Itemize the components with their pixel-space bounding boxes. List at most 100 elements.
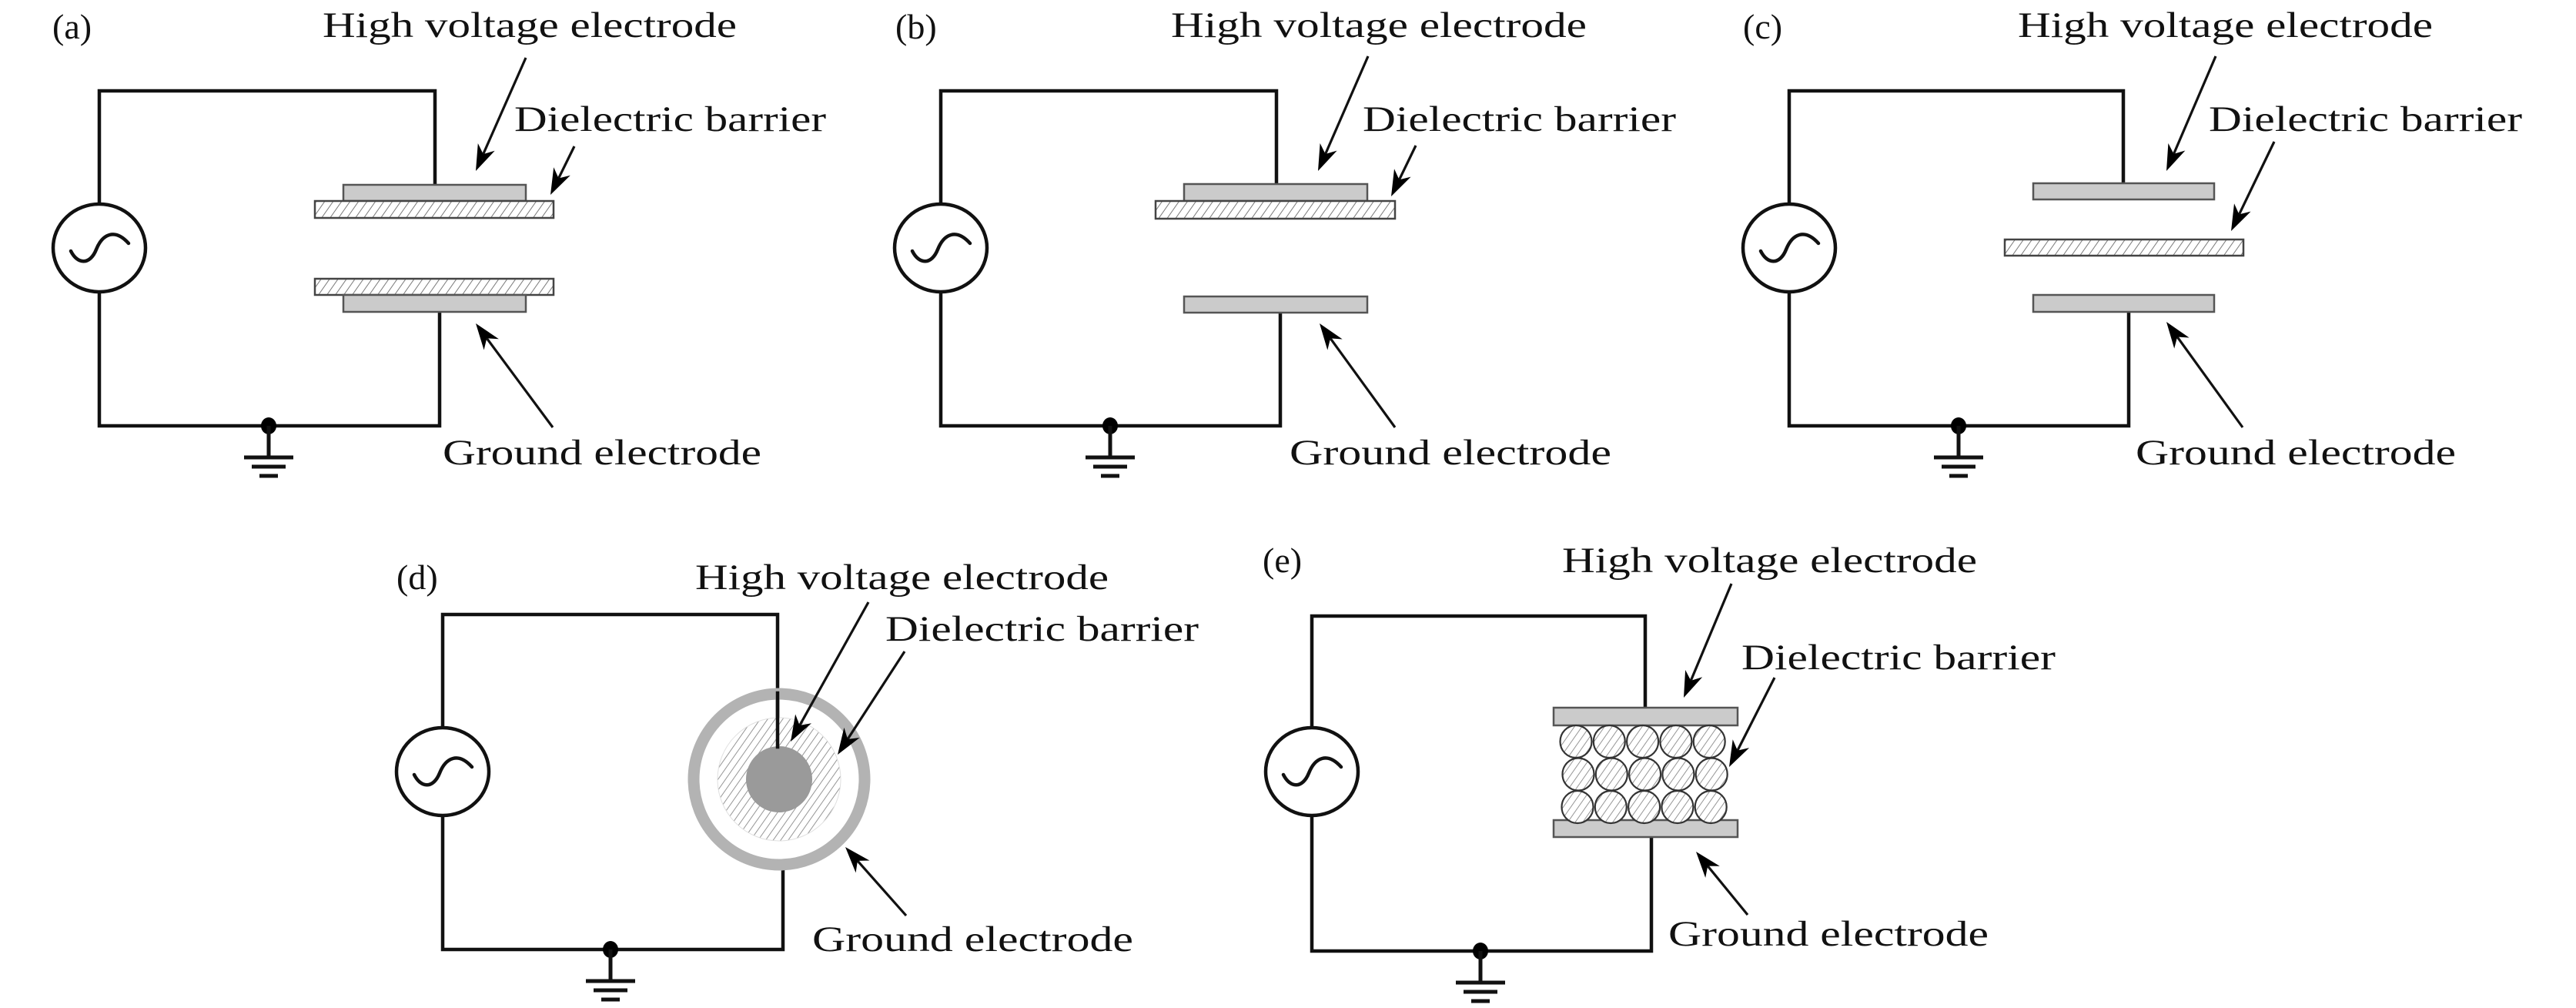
- wire-top: [1310, 614, 1648, 730]
- arrow-head: [791, 714, 811, 742]
- dielectric-pellet: [1659, 724, 1693, 759]
- arrow-shaft: [2237, 141, 2276, 216]
- arrow-shaft: [798, 601, 870, 726]
- label-dielectric-barrier: Dielectric barrier: [514, 99, 826, 139]
- label-ground-electrode: Ground electrode: [443, 433, 761, 473]
- wire-top: [97, 89, 437, 206]
- arrow-dielectric: [1391, 145, 1417, 196]
- arrow-dielectric: [550, 146, 576, 195]
- dielectric-barrier-lower: [313, 277, 555, 296]
- ac-source-icon: [51, 202, 148, 294]
- ac-source-icon: [1741, 202, 1838, 294]
- dielectric-barrier-upper: [313, 199, 555, 219]
- arrow-head: [476, 143, 495, 171]
- arrow-head: [845, 847, 870, 873]
- label-dielectric-barrier: Dielectric barrier: [885, 609, 1199, 649]
- circuit-wires: [1787, 89, 2131, 428]
- arrow-head: [1391, 169, 1411, 196]
- source-circle: [51, 202, 148, 294]
- arrow-shaft: [1398, 145, 1417, 181]
- dielectric-pellet: [1559, 724, 1593, 759]
- label-high-voltage-electrode: High voltage electrode: [1562, 541, 1977, 581]
- dielectric-pellet: [1594, 789, 1628, 825]
- arrow-shaft: [2173, 55, 2217, 155]
- arrow-shaft: [485, 337, 554, 428]
- arrow-ground: [2166, 322, 2244, 428]
- arrow-shaft: [846, 651, 906, 740]
- arrow-ground: [476, 323, 554, 428]
- dielectric-pellet: [1626, 724, 1660, 759]
- arrow-head: [1318, 143, 1337, 171]
- label-high-voltage-electrode: High voltage electrode: [323, 5, 737, 45]
- label-high-voltage-electrode: High voltage electrode: [2018, 5, 2433, 45]
- sine-wave-icon: [1758, 233, 1821, 263]
- circuit-wires: [938, 89, 1283, 428]
- wire-top: [938, 89, 1279, 206]
- ground-icon: [1086, 417, 1135, 478]
- dielectric-pellet: [1694, 789, 1728, 825]
- arrow-ground: [1696, 852, 1749, 916]
- arrow-shaft: [482, 57, 527, 155]
- arrow-head: [550, 167, 570, 195]
- arrow-high-voltage: [476, 57, 527, 171]
- source-circle: [1741, 202, 1838, 294]
- ac-source-icon: [892, 202, 989, 294]
- arrow-head: [2166, 143, 2186, 171]
- arrow-dielectric: [838, 651, 906, 755]
- arrow-head: [838, 727, 860, 755]
- arrow-high-voltage: [791, 601, 870, 742]
- wire-bottom: [440, 813, 785, 952]
- panel-label-e: (e): [1263, 541, 1302, 580]
- arrow-shaft: [1736, 677, 1776, 752]
- label-ground-electrode: Ground electrode: [1668, 914, 1989, 954]
- arrow-dielectric: [2231, 141, 2276, 231]
- arrow-shaft: [1329, 337, 1397, 428]
- arrow-high-voltage: [2166, 55, 2217, 171]
- arrow-head: [2231, 203, 2251, 231]
- source-circle: [1263, 725, 1360, 818]
- label-high-voltage-electrode: High voltage electrode: [1171, 5, 1587, 45]
- arrow-head: [2166, 322, 2190, 349]
- source-circle: [892, 202, 989, 294]
- ground-electrode: [1183, 295, 1369, 314]
- arrow-dielectric: [1729, 677, 1776, 767]
- sine-wave-icon: [69, 233, 131, 263]
- arrow-high-voltage: [1684, 583, 1733, 698]
- high-voltage-electrode-core: [746, 746, 812, 812]
- ground-icon: [244, 417, 293, 478]
- dielectric-pellet: [1592, 724, 1626, 759]
- label-ground-electrode: Ground electrode: [1290, 433, 1611, 473]
- arrow-shaft: [2176, 336, 2244, 428]
- arrow-head: [476, 323, 499, 350]
- ground-icon: [1934, 417, 1983, 478]
- arrow-head: [1696, 852, 1720, 878]
- arrow-shaft: [1689, 583, 1733, 681]
- panel-label-d: (d): [396, 558, 438, 597]
- label-dielectric-barrier: Dielectric barrier: [1363, 99, 1676, 139]
- sine-wave-icon: [412, 756, 474, 787]
- arrow-shaft: [856, 859, 908, 917]
- high-voltage-electrode: [1552, 706, 1739, 727]
- high-voltage-electrode: [342, 183, 527, 203]
- panel-label-c: (c): [1743, 7, 1782, 46]
- dielectric-pellet: [1661, 789, 1694, 825]
- dielectric-pellet: [1628, 757, 1662, 792]
- ground-icon: [1456, 943, 1505, 1003]
- panel-label-b: (b): [895, 7, 937, 46]
- dielectric-pellet: [1694, 757, 1728, 792]
- arrow-shaft: [557, 146, 576, 179]
- dielectric-pellet-bed: [1559, 724, 1728, 825]
- label-high-voltage-electrode: High voltage electrode: [695, 558, 1109, 598]
- arrow-head: [1684, 670, 1703, 698]
- dielectric-pellet: [1661, 757, 1695, 792]
- wire-top: [1787, 89, 2126, 206]
- ac-source-icon: [394, 725, 491, 818]
- panel-label-a: (a): [52, 7, 92, 46]
- dielectric-barrier: [1154, 199, 1397, 220]
- source-circle: [394, 725, 491, 818]
